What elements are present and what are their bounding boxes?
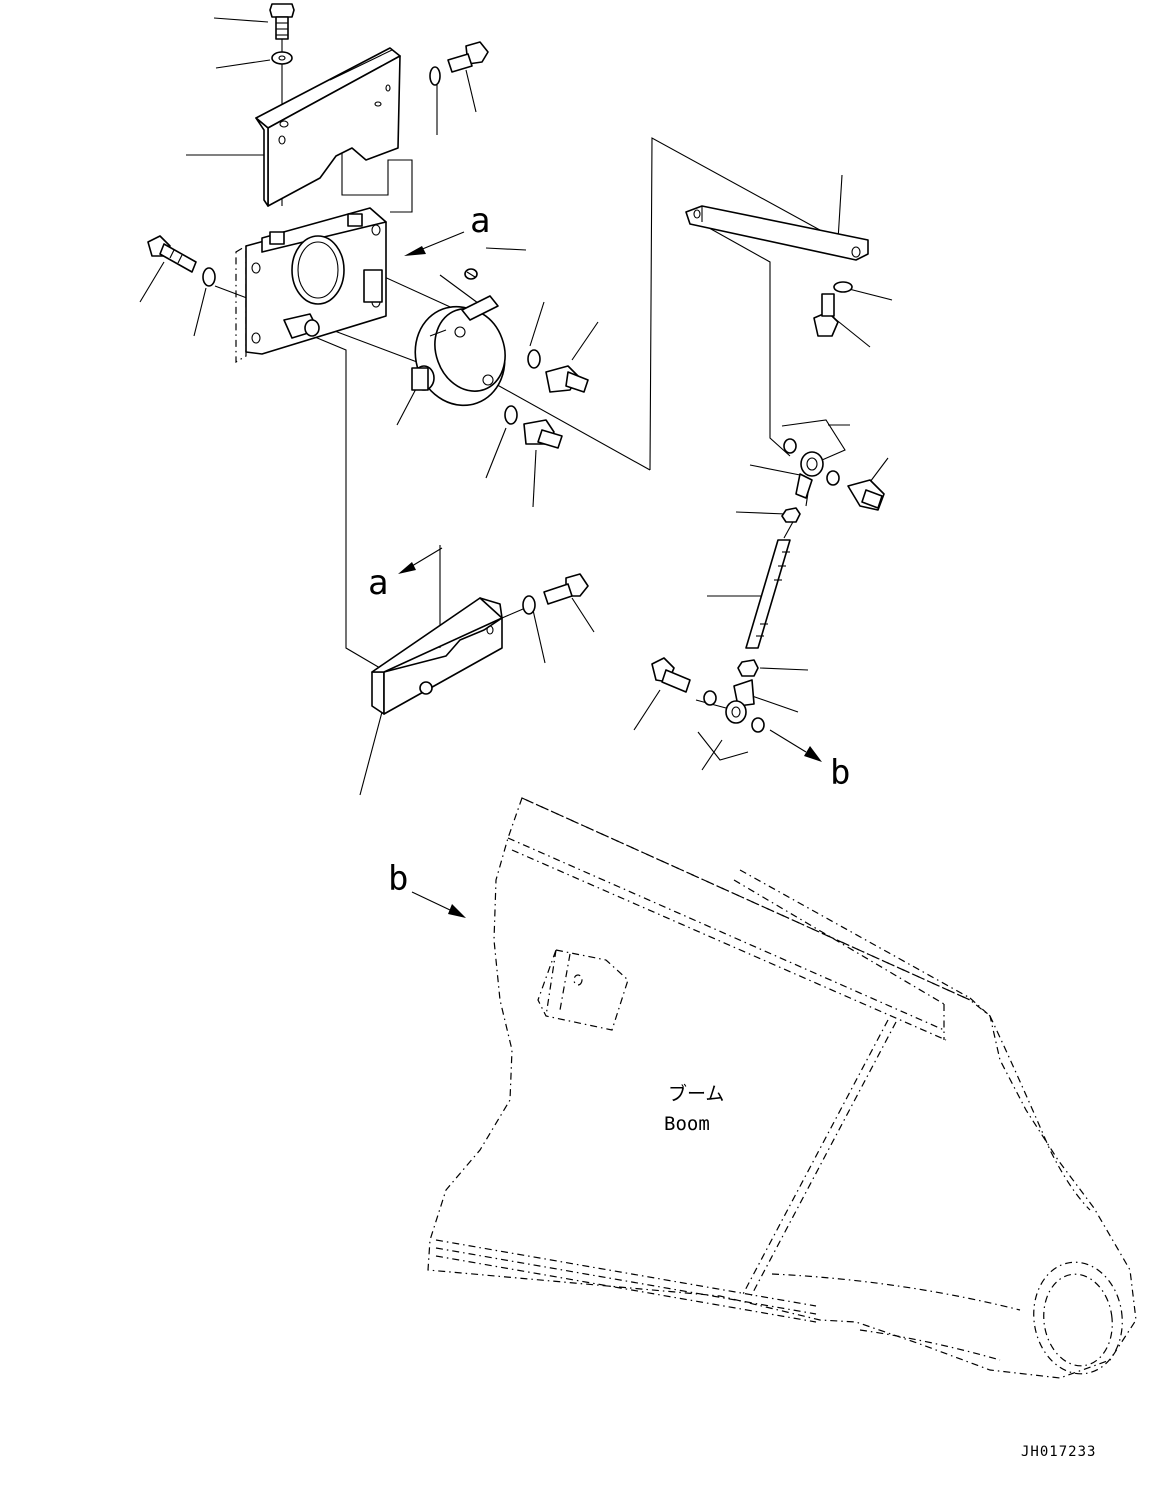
rotary-sensor bbox=[411, 295, 506, 407]
sensor-washer-lower bbox=[504, 405, 518, 425]
top-bolt bbox=[269, 3, 295, 40]
top-washer-hole bbox=[278, 55, 286, 61]
arrow-b-left bbox=[411, 891, 466, 918]
upper-rod-bolt bbox=[847, 479, 885, 511]
side-bolt-top bbox=[447, 41, 489, 73]
lower-cover-washer bbox=[522, 595, 536, 615]
view-label-b-left: b bbox=[388, 859, 408, 899]
top-washer bbox=[271, 51, 293, 65]
boom-outline bbox=[427, 797, 1137, 1379]
boom-mount-block bbox=[537, 949, 629, 1031]
top-cover bbox=[255, 47, 401, 207]
arrow-a-bottom bbox=[398, 547, 443, 574]
lower-rod-end bbox=[703, 679, 765, 733]
lever-arm bbox=[685, 205, 869, 261]
sensor-bolt-lower bbox=[523, 419, 563, 449]
upper-nut bbox=[781, 507, 801, 523]
view-label-a-top: a bbox=[470, 201, 490, 241]
lower-nut bbox=[737, 659, 759, 677]
lever-washer bbox=[833, 281, 853, 293]
threaded-rod bbox=[745, 539, 791, 649]
leader-lines bbox=[139, 17, 893, 796]
arrow-a-top bbox=[404, 231, 465, 256]
drawing-code: JH017233 bbox=[1021, 1444, 1096, 1460]
spacer-collar bbox=[283, 313, 320, 339]
boom-label-japanese: ブーム bbox=[668, 1082, 724, 1105]
lower-rod-bolt bbox=[651, 657, 691, 693]
sensor-washer-right bbox=[527, 349, 541, 369]
view-label-a-bottom: a bbox=[368, 563, 388, 603]
small-screw bbox=[464, 268, 478, 280]
view-label-b-right: b bbox=[830, 753, 850, 793]
upper-rod-end bbox=[783, 438, 840, 499]
boom-label-english: Boom bbox=[664, 1113, 710, 1135]
bracket-bolt-left bbox=[147, 235, 197, 273]
lower-cover bbox=[371, 597, 503, 715]
lower-cover-bolt bbox=[543, 573, 589, 605]
arrow-b-right bbox=[769, 729, 822, 762]
sensor-bolt-right bbox=[545, 365, 589, 393]
side-washer-top bbox=[429, 66, 441, 86]
mounting-bracket bbox=[235, 207, 387, 364]
lever-bolt bbox=[813, 293, 839, 337]
bracket-washer-left bbox=[202, 267, 216, 287]
